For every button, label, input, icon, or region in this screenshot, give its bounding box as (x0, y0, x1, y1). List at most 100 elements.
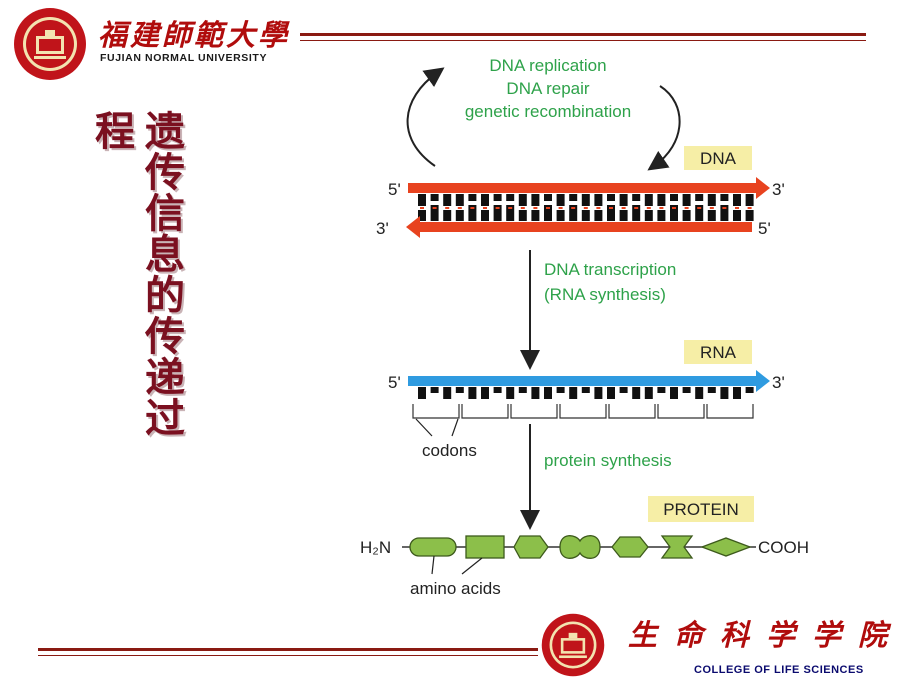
college-name-english: COLLEGE OF LIFE SCIENCES (694, 664, 864, 676)
rna-base (506, 387, 515, 399)
protein-synthesis-label: protein synthesis (544, 451, 672, 470)
dna-base (581, 210, 590, 221)
rna-label: RNA (700, 343, 737, 362)
amino-acid (559, 535, 601, 559)
dna-base (430, 194, 439, 201)
dna-base (644, 210, 653, 221)
transcription-labels: DNA transcription (RNA synthesis) (544, 260, 676, 304)
dna-top-3-prime: 3' (772, 180, 785, 199)
dna-base (733, 194, 741, 206)
dna-pair-link (520, 207, 525, 209)
rna-base (430, 387, 439, 393)
dna-base (607, 194, 615, 201)
codon-bracket (608, 404, 656, 419)
dna-pair-link (583, 207, 588, 209)
university-name-english: FUJIAN NORMAL UNIVERSITY (100, 52, 268, 64)
university-name-chinese: 福建師範大學 (98, 18, 291, 52)
dna-base (418, 210, 426, 221)
rna-5-prime: 5' (388, 373, 401, 392)
codon-bracket (657, 404, 705, 419)
dna-pair-link (735, 207, 739, 209)
amino-acid (465, 535, 505, 559)
rna-base (594, 387, 603, 399)
dna-pair-link (659, 207, 664, 209)
dna-pair-link (457, 207, 462, 209)
replication-labels: DNA replication DNA repair genetic recom… (465, 56, 631, 121)
replication-arrow-right (647, 85, 681, 171)
page-title-column-main: 遗传信息的传递过 (145, 109, 185, 442)
dna-pair-link (571, 207, 576, 209)
dna-base (707, 194, 716, 206)
rna-3-prime: 3' (772, 373, 785, 392)
rna-label-box (684, 340, 752, 364)
rna-base (569, 387, 578, 399)
rna-base (493, 387, 502, 393)
dna-base (493, 194, 502, 201)
header-rule (300, 33, 866, 36)
dna-pair-link (432, 207, 437, 209)
dna-base (468, 194, 477, 201)
dna-base (695, 205, 704, 221)
rna-bases (418, 387, 754, 399)
dna-base (544, 194, 552, 201)
codon-bracket (706, 404, 754, 419)
university-seal-logo (14, 8, 86, 80)
dna-pair-link (709, 207, 714, 209)
dna-pair-link (508, 207, 513, 209)
codon-bracket (510, 404, 558, 419)
rna-base (544, 387, 552, 399)
label-genetic-recombination: genetic recombination (465, 102, 631, 121)
dna-pair-link (621, 207, 626, 209)
dna-pair-link (470, 207, 475, 209)
rna-base (518, 387, 527, 393)
amino-acids-pointer-left (431, 555, 435, 575)
label-dna-repair: DNA repair (506, 79, 589, 98)
rna-base (556, 387, 565, 393)
dna-base (506, 194, 515, 201)
rna-base (670, 387, 678, 399)
dna-pair-link (495, 207, 500, 209)
amino-acid (660, 535, 694, 559)
dna-pair-link (634, 207, 639, 209)
dna-base (644, 194, 653, 206)
dna-base (455, 210, 464, 221)
dna-base (481, 210, 489, 221)
dna-base (430, 205, 439, 221)
dna-base (707, 210, 716, 221)
dna-top-5-prime: 5' (388, 180, 401, 199)
dna-pair-link (697, 207, 702, 209)
rna-base (745, 387, 754, 393)
dna-base (607, 205, 615, 221)
dna-base (493, 205, 502, 221)
codon-bracket (559, 404, 607, 419)
dna-pair-link (747, 207, 752, 209)
dna-base (468, 205, 477, 221)
rna-base (418, 387, 426, 399)
dna-base (581, 194, 590, 206)
dna-bottom-3-prime: 3' (376, 219, 389, 238)
protein-label-box (648, 496, 754, 522)
amino-acid (611, 536, 649, 558)
amino-acid (409, 537, 457, 557)
rna-strand (408, 370, 770, 392)
amino-acid (513, 535, 549, 559)
dna-base (544, 205, 552, 221)
rna-base (682, 387, 691, 393)
codons-label: codons (422, 441, 477, 460)
dna-base (745, 210, 754, 221)
codons-pointer-right (451, 418, 459, 437)
dna-base (481, 194, 489, 206)
dna-base-pairs (418, 194, 754, 221)
dna-pair-link (533, 207, 538, 209)
dna-base (682, 210, 691, 221)
rna-base (481, 387, 489, 399)
dna-pair-link (546, 207, 550, 209)
dna-base (657, 194, 666, 206)
rna-base (720, 387, 729, 399)
label-rna-synthesis: (RNA synthesis) (544, 285, 666, 304)
rna-base (644, 387, 653, 399)
dna-pair-link (420, 207, 424, 209)
dna-base (720, 205, 729, 221)
rna-base (707, 387, 716, 393)
rna-base (455, 387, 464, 393)
